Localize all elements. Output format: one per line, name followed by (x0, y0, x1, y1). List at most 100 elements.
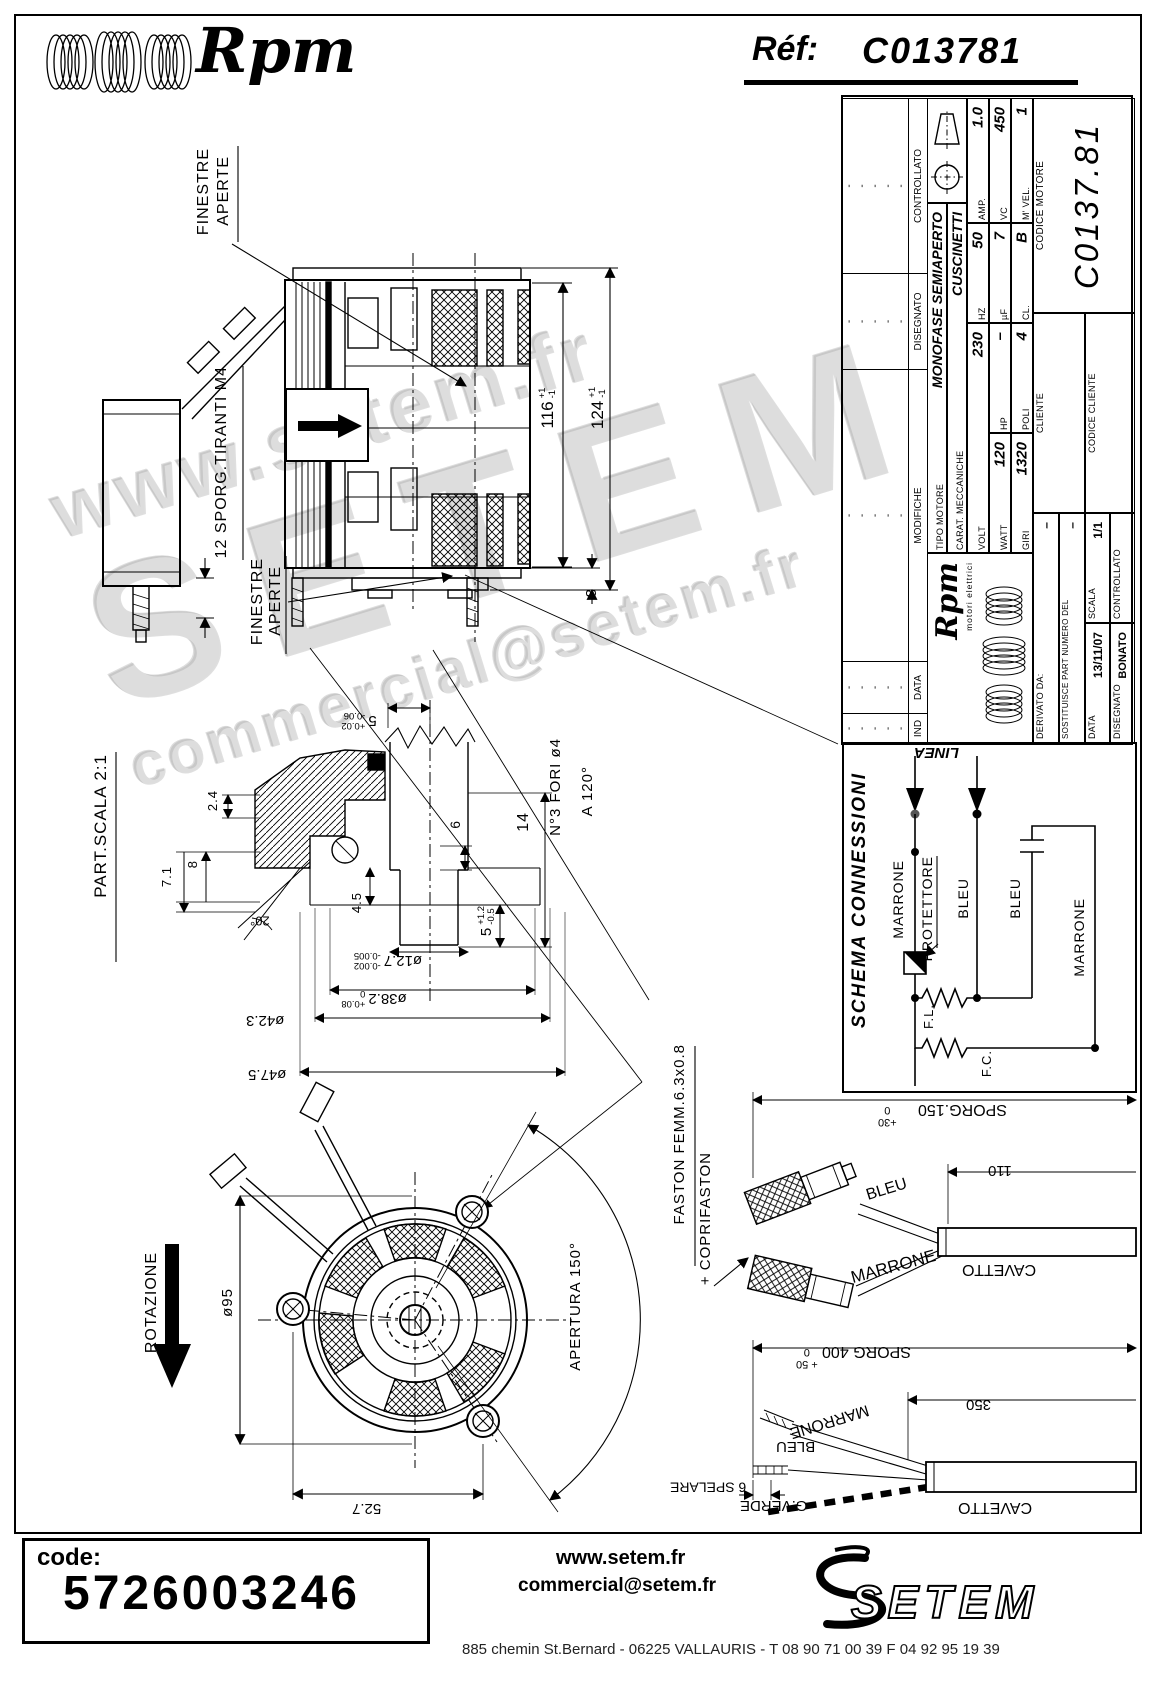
footer-email-link[interactable]: commercial@setem.fr (518, 1575, 717, 1596)
tipo-motore-value: MONOFASE SEMIAPERTO (929, 212, 945, 389)
derivato-cell: DERIVATO DA: – (1033, 513, 1059, 743)
spec-value: B (1013, 232, 1031, 243)
sporg400-label: SPORG 400 (822, 1342, 911, 1360)
spec-cell-amp: AMP. 1.0 (967, 98, 989, 223)
rev-cell: - (895, 661, 908, 713)
spec-value: 450 (991, 107, 1009, 133)
schema-wiring (903, 756, 1099, 1086)
spec-cell-uf: µF 7 (989, 223, 1011, 323)
dim-110: 110 (988, 1161, 1012, 1179)
spec-value: 1320 (1013, 442, 1031, 476)
bleu-cable-label-2: BLEU (776, 1437, 816, 1455)
protettore-label: PROTETTORE (919, 856, 935, 962)
rev-cell: - (895, 713, 908, 743)
titleblock-rpm-sub: motori elettrici (964, 562, 974, 631)
codice-motore-value: C0137.81 (1068, 121, 1105, 290)
cavetto-label-1: CAVETTO (962, 1260, 1037, 1278)
dim-7-1: 7.1 (159, 866, 174, 888)
codice-motore-label: CODICE MOTORE (1035, 160, 1046, 251)
motor-front-view (153, 1081, 641, 1513)
sporg-tiranti-label: 12 SPORG.TIRANTI M4 (213, 366, 230, 559)
title-block: - - - - - - - - - - - - - - - - - - - - (841, 95, 1135, 745)
rev-cell: - (843, 98, 856, 273)
data-value: 13/11/07 (1090, 632, 1105, 679)
spec-value: 230 (969, 332, 987, 358)
schema-title: SCHEMA CONNESSIONI (849, 772, 870, 1028)
revision-row: - - - - - (869, 98, 882, 743)
sostituisce-cell: SOSTITUISCE PART NUMERO DEL – (1059, 513, 1085, 743)
spec-label: CL. (1021, 305, 1031, 320)
controllato-label: CONTROLLATO (1112, 549, 1122, 619)
projection-symbol-cell (927, 98, 967, 203)
spec-cell-hz: HZ 50 (967, 223, 989, 323)
dim-4-5: 4.5 (349, 892, 364, 914)
spec-label: GIRI (1021, 530, 1031, 550)
disegnato-value: BONATO (1116, 632, 1129, 679)
rev-header: DISEGNATO (909, 273, 928, 369)
rev-cell: - (882, 713, 895, 743)
spelare-label: 6 SPELARE (670, 1479, 747, 1496)
rev-cell: - (856, 713, 869, 743)
dim-d95: ø95 (219, 1288, 236, 1317)
carat-label: CARAT. MECCANICHE (955, 450, 965, 550)
spec-label: M' VEL. (1021, 186, 1031, 220)
revision-row: - - - - - (882, 98, 895, 743)
derivato-label: DERIVATO DA: (1035, 673, 1045, 739)
rev-header: MODIFICHE (909, 369, 928, 661)
scala-value: 1/1 (1090, 522, 1105, 539)
spec-label: VOLT (977, 525, 987, 550)
ref-underline (744, 80, 1078, 85)
dim-8: 8 (583, 588, 600, 598)
spec-cell-hp: HP – (989, 323, 1011, 433)
carat-cell: CARAT. MECCANICHE CUSCINETTI (947, 203, 967, 553)
spec-value: 1.0 (969, 107, 987, 128)
code-value: 5726003246 (63, 1567, 360, 1620)
rev-header: DATA (909, 661, 928, 713)
sostituisce-value: – (1065, 522, 1079, 529)
code-box: code: 5726003246 (22, 1538, 430, 1644)
footer-address: 885 chemin St.Bernard - 06225 VALLAURIS … (462, 1641, 1000, 1658)
rev-cell: - (869, 713, 882, 743)
rotazione-label: ROTAZIONE (143, 1252, 160, 1354)
rev-cell: - (882, 369, 895, 661)
rev-cell: - (882, 661, 895, 713)
revision-header-row: IND DATA MODIFICHE DISEGNATO CONTROLLATO (908, 98, 928, 743)
disegnato-cell: DISEGNATO BONATO (1110, 623, 1135, 743)
setem-footer-logo: SETEM (816, 1545, 1034, 1629)
spec-label: WATT (999, 524, 1009, 550)
dim-6: 6 (447, 820, 463, 829)
aperte-label-top: APERTE (215, 156, 232, 226)
cavetto-label-2: CAVETTO (958, 1498, 1033, 1516)
derivato-value: – (1039, 522, 1053, 529)
dim-5-right: 5 +1.2-0.5 (476, 905, 497, 937)
gverde-label: G.VERDE (740, 1496, 808, 1514)
aperte-label-bottom: APERTE (267, 566, 284, 636)
carat-value: CUSCINETTI (949, 212, 965, 296)
rev-cell: - (869, 98, 882, 273)
spec-label: POLI (1021, 408, 1031, 430)
spec-label: µF (999, 308, 1009, 320)
spec-cell-watt: WATT 120 (989, 433, 1011, 553)
titleblock-coil (982, 586, 1026, 724)
angle-20: 20° (250, 913, 270, 929)
spec-cell-nvel: M' VEL. 1 (1011, 98, 1033, 223)
titleblock-rpm-script: Rpm (930, 562, 965, 640)
fc-label: F.C. (979, 1050, 994, 1078)
sostituisce-label: SOSTITUISCE PART NUMERO DEL (1061, 599, 1070, 739)
faston-label: FASTON FEMM.6.3x0.8 (671, 1044, 688, 1225)
code-label: code: (37, 1544, 102, 1571)
coprifaston-label: + COPRIFASTON (697, 1152, 714, 1286)
spec-value: 120 (991, 442, 1009, 468)
sheet-border (14, 14, 1142, 1534)
spec-value: 7 (991, 232, 1009, 241)
footer-site-link[interactable]: www.setem.fr (556, 1547, 686, 1569)
spec-label: VC (999, 206, 1009, 220)
codice-motore-cell: CODICE MOTORE C0137.81 (1033, 98, 1135, 313)
codice-cliente-cell: CODICE CLIENTE (1085, 313, 1135, 513)
spec-label: HP (999, 416, 1009, 430)
scala-cell: SCALA 1/1 (1085, 513, 1110, 623)
dim-124: 124 +1-1 (587, 386, 608, 430)
rev-cell: - (869, 661, 882, 713)
